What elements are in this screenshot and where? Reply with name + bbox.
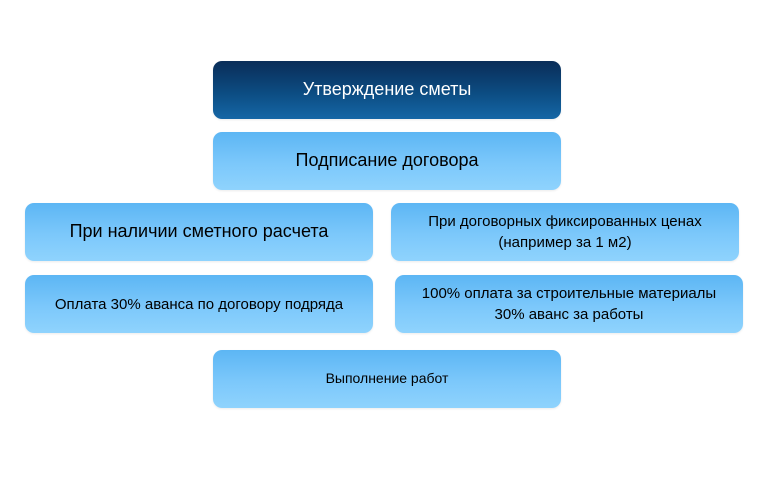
node-label: Утверждение сметы: [302, 79, 472, 100]
node-label-line-2: (например за 1 м2): [498, 234, 632, 251]
node-full-payment-100: 100% оплата за строительные материалы 30…: [395, 275, 743, 333]
node-advance-30: Оплата 30% аванса по договору подряда: [25, 275, 373, 333]
node-sign-contract: Подписание договора: [213, 132, 561, 190]
node-label-line-1: 100% оплата за строительные материалы: [421, 285, 717, 302]
node-label: Подписание договора: [295, 150, 479, 171]
node-label: Оплата 30% аванса по договору подряда: [54, 295, 344, 313]
node-label-line-2: 30% аванс за работы: [494, 306, 644, 323]
node-label-line-1: При договорных фиксированных ценах: [428, 213, 702, 230]
node-with-estimate: При наличии сметного расчета: [25, 203, 373, 261]
node-approve-estimate: Утверждение сметы: [213, 61, 561, 119]
node-work-execution: Выполнение работ: [213, 350, 561, 408]
node-fixed-prices: При договорных фиксированных ценах (напр…: [391, 203, 739, 261]
node-label: Выполнение работ: [325, 370, 449, 387]
node-label: При наличии сметного расчета: [69, 221, 329, 242]
